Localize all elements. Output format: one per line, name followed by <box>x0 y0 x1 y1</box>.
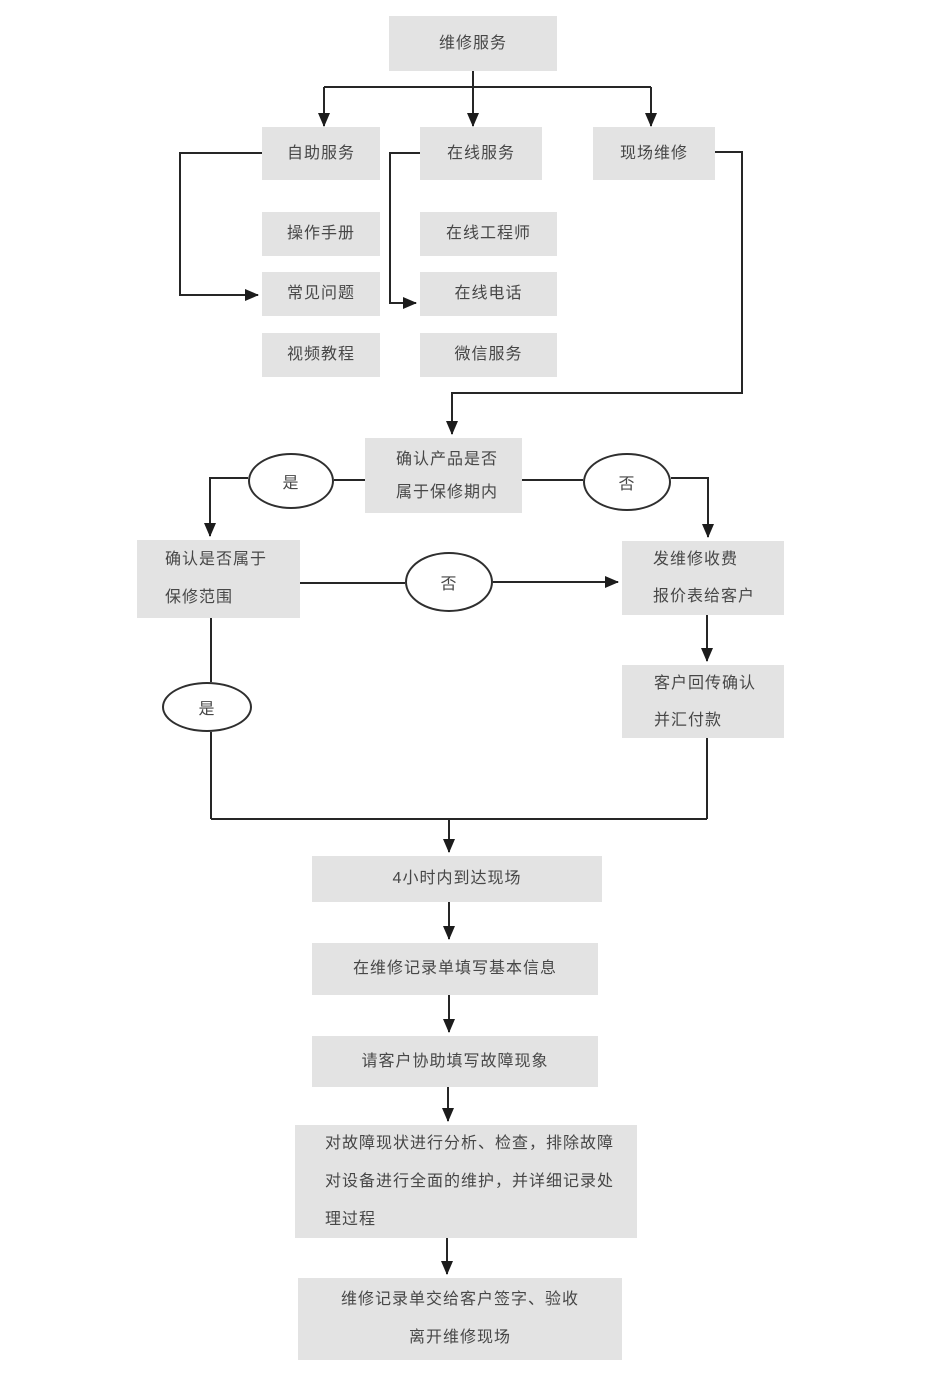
decision-yes-warranty: 是 <box>248 453 334 509</box>
node-wechat-service: 微信服务 <box>420 333 557 377</box>
node-label-line: 发维修收费 <box>653 551 739 568</box>
node-label-line: 属于保修期内 <box>396 483 499 501</box>
node-label-line: 维修记录单交给客户签字、验收 <box>340 1291 579 1308</box>
node-label: 微信服务 <box>454 346 523 363</box>
conn-no-to-send-quote <box>671 477 714 538</box>
node-label-line: 报价表给客户 <box>653 588 756 605</box>
node-send-quote: 发维修收费 报价表给客户 <box>622 541 784 615</box>
node-online-phone: 在线电话 <box>420 272 557 316</box>
node-fill-basic-info: 在维修记录单填写基本信息 <box>312 943 598 995</box>
node-fill-fault-description: 请客户协助填写故障现象 <box>312 1036 598 1087</box>
node-label-line: 确认产品是否 <box>396 450 499 468</box>
conn-self-service-to-faq <box>179 152 262 301</box>
node-sign-off-and-leave: 维修记录单交给客户签字、验收 离开维修现场 <box>298 1278 622 1360</box>
node-customer-confirm-payment: 客户回传确认 并汇付款 <box>622 665 784 738</box>
decision-label: 是 <box>282 475 300 492</box>
node-label: 请客户协助填写故障现象 <box>361 1052 549 1070</box>
node-label-line: 保修范围 <box>165 589 234 606</box>
node-label-line: 对故障现状进行分析、检查，排除故障 <box>325 1134 615 1152</box>
conn-yes-to-check-scope <box>204 477 248 537</box>
decision-no-warranty: 否 <box>583 453 671 511</box>
node-label: 在维修记录单填写基本信息 <box>352 960 557 977</box>
node-video-tutorial: 视频教程 <box>262 333 380 377</box>
node-check-warranty-scope: 确认是否属于 保修范围 <box>137 540 300 618</box>
node-label: 在线电话 <box>454 285 523 302</box>
conn-onsite-to-check-period <box>446 151 743 435</box>
node-label: 现场维修 <box>619 144 688 162</box>
decision-label: 否 <box>618 476 636 493</box>
node-label: 4小时内到达现场 <box>392 870 522 887</box>
node-label: 常见问题 <box>286 285 355 302</box>
node-label-line: 对设备进行全面的维护，并详细记录处 <box>325 1172 615 1190</box>
node-onsite-repair: 现场维修 <box>593 127 715 180</box>
node-label: 在线工程师 <box>445 225 531 242</box>
node-repair-service: 维修服务 <box>389 16 557 71</box>
decision-no-scope: 否 <box>405 552 493 612</box>
node-label: 维修服务 <box>438 34 507 52</box>
node-label: 操作手册 <box>286 225 355 242</box>
node-label: 视频教程 <box>286 346 355 363</box>
conn-online-service-to-phone <box>389 152 420 309</box>
decision-yes-scope: 是 <box>162 682 252 732</box>
node-label-line: 确认是否属于 <box>165 551 268 568</box>
node-label-line: 并汇付款 <box>654 711 723 729</box>
node-online-engineer: 在线工程师 <box>420 212 557 256</box>
decision-label: 否 <box>440 576 458 593</box>
node-arrive-onsite: 4小时内到达现场 <box>312 856 602 902</box>
decision-label: 是 <box>198 701 216 718</box>
node-manual: 操作手册 <box>262 212 380 256</box>
node-self-service: 自助服务 <box>262 127 380 180</box>
node-label-line: 离开维修现场 <box>408 1329 511 1346</box>
node-online-service: 在线服务 <box>420 127 542 180</box>
node-label-line: 客户回传确认 <box>654 674 757 692</box>
node-check-warranty-period: 确认产品是否 属于保修期内 <box>365 438 522 513</box>
node-analyze-and-maintain: 对故障现状进行分析、检查，排除故障 对设备进行全面的维护，并详细记录处 理过程 <box>295 1125 637 1238</box>
node-label-line: 理过程 <box>325 1210 377 1228</box>
node-faq: 常见问题 <box>262 272 380 316</box>
node-label: 在线服务 <box>446 144 515 162</box>
node-label: 自助服务 <box>286 144 355 162</box>
